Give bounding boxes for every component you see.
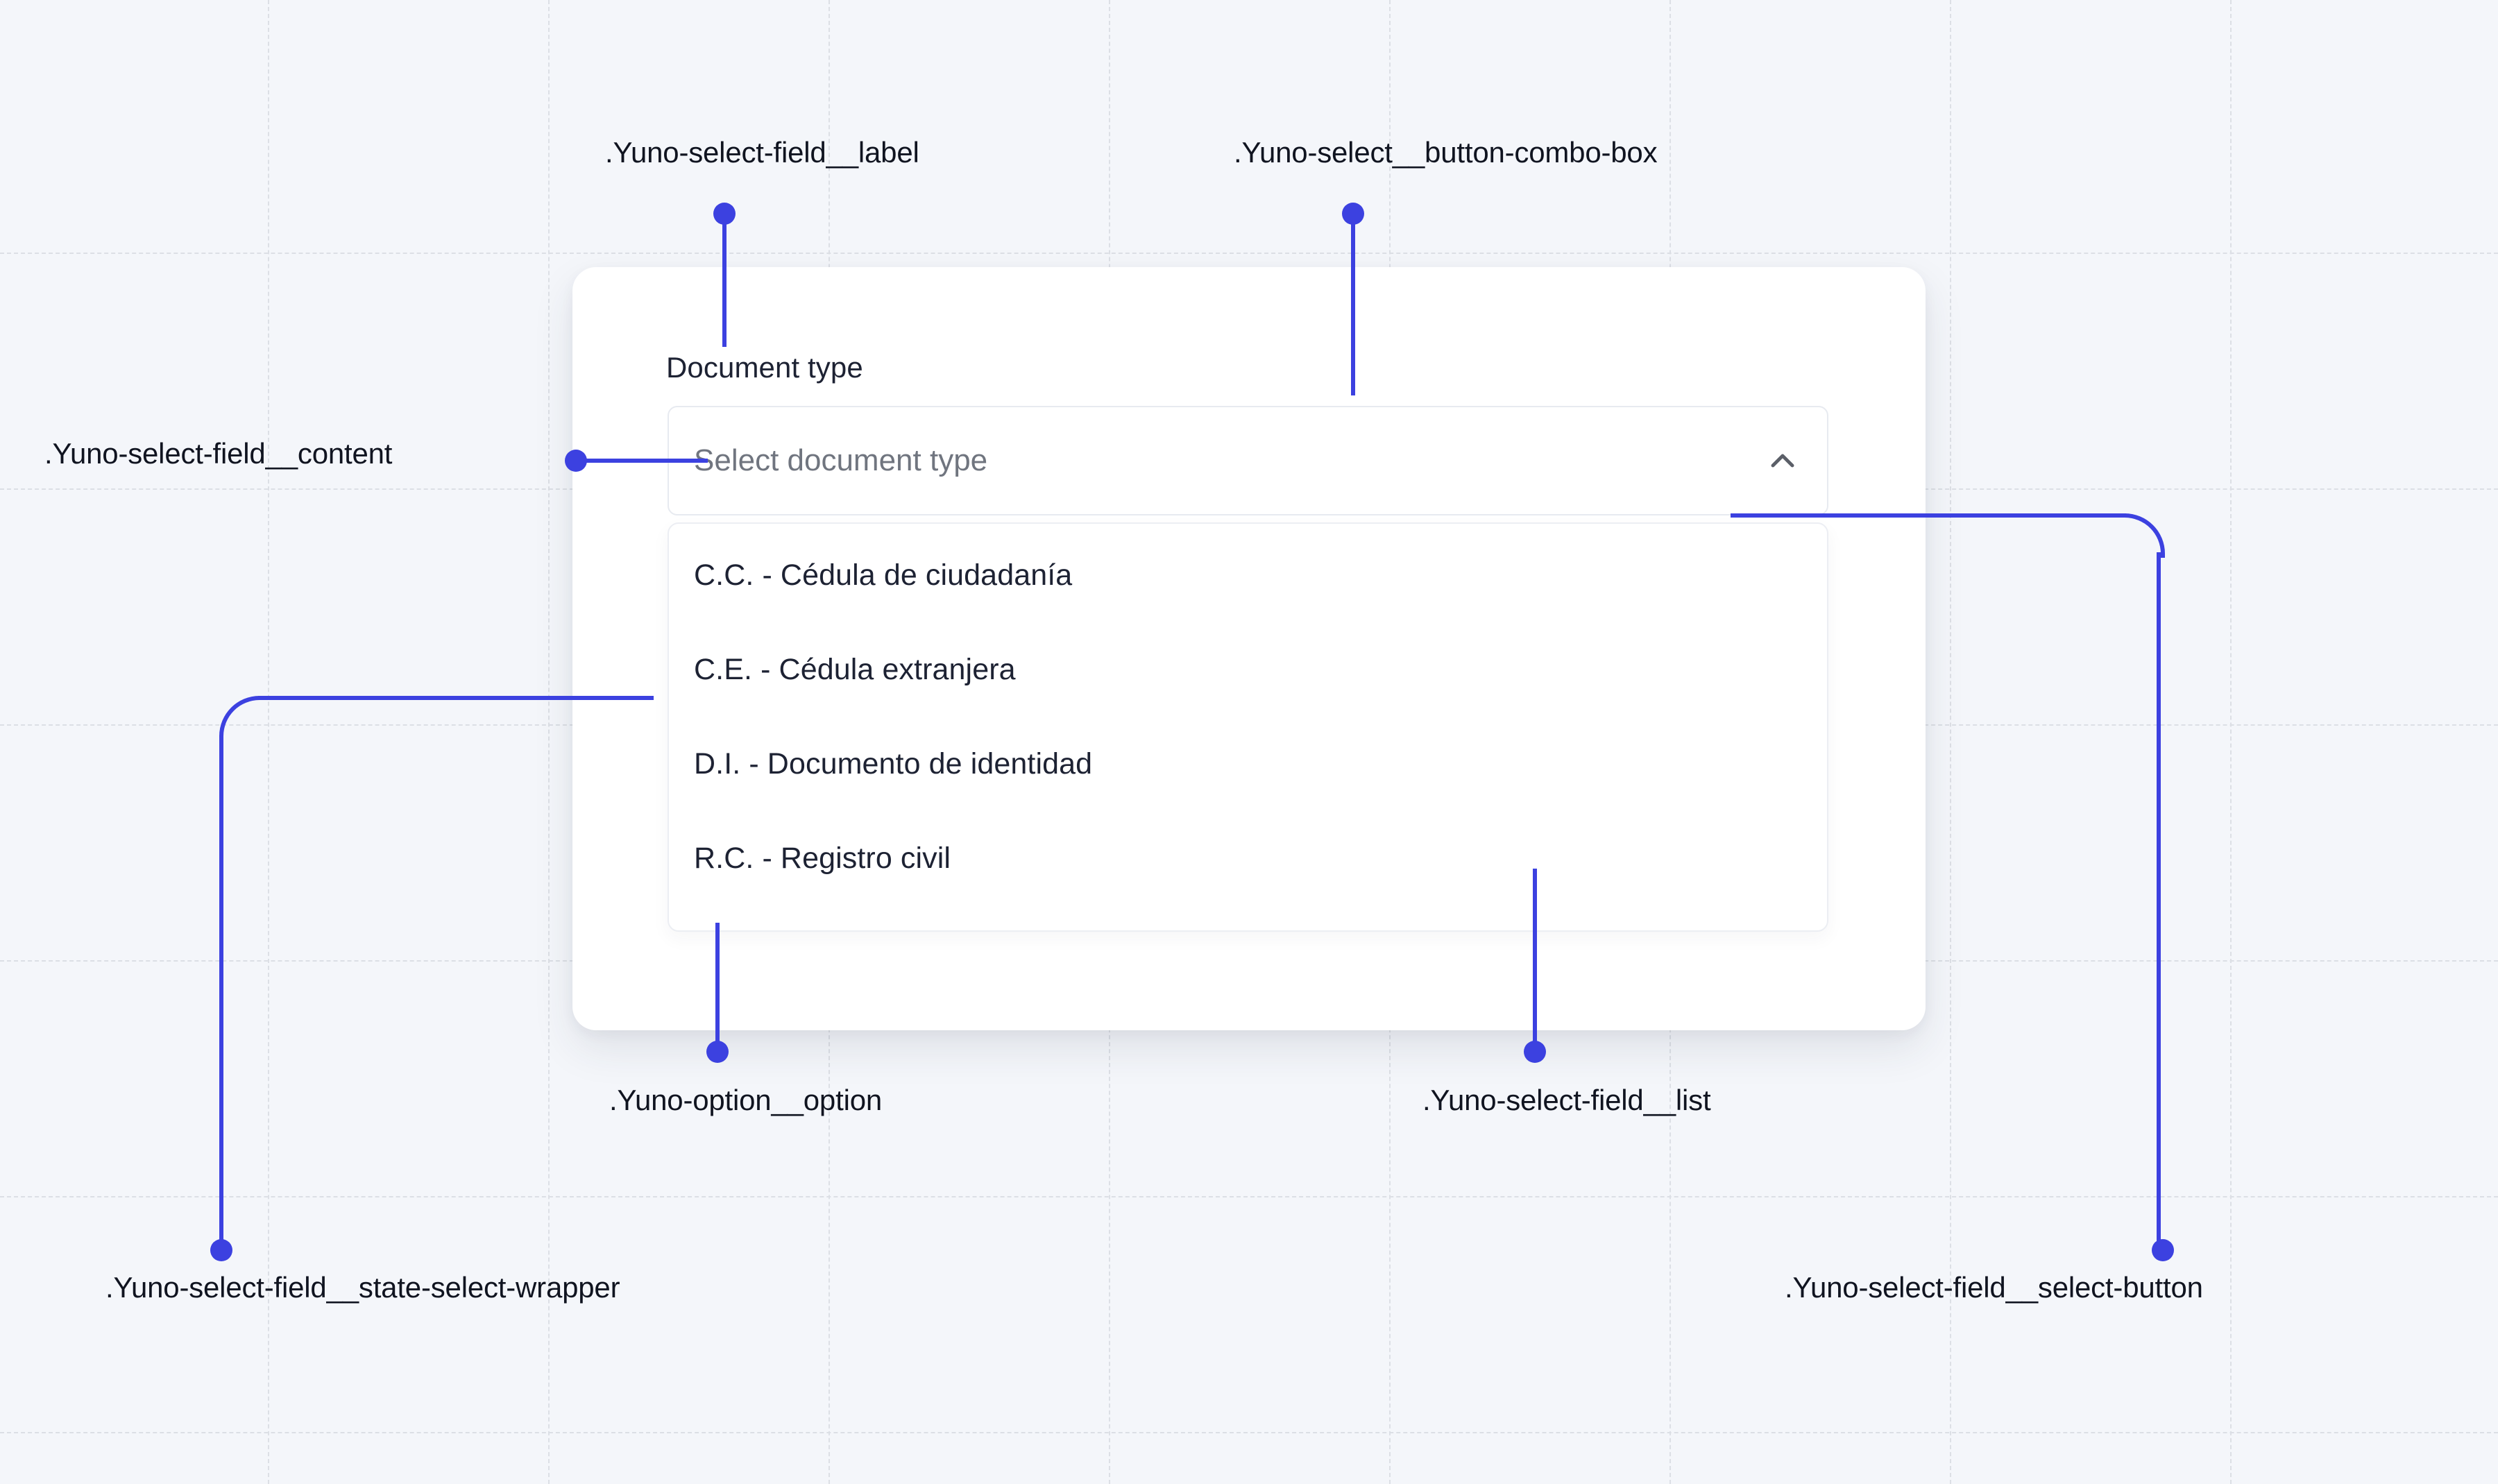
option-item[interactable]: R.C. - Registro civil — [694, 841, 951, 875]
option-item[interactable]: C.E. - Cédula extranjera — [694, 652, 1016, 686]
annotation-leader-select-button-horizontal — [1731, 513, 2126, 518]
option-item[interactable]: C.C. - Cédula de ciudadanía — [694, 558, 1073, 592]
annotation-leader-state-select-wrapper-vertical — [219, 735, 223, 1249]
chevron-up-icon[interactable] — [1762, 440, 1803, 481]
annotation-leader-state-select-wrapper-corner — [219, 696, 264, 740]
annotation-leader-select-button-corner — [2121, 513, 2165, 558]
annotation-leader-button-combo-box — [1351, 208, 1355, 395]
grid-vline — [548, 0, 550, 1484]
select-field-list[interactable]: C.C. - Cédula de ciudadanía C.E. - Cédul… — [668, 522, 1828, 932]
annotation-leader-select-button-vertical — [2157, 552, 2161, 1249]
annotation-label-button-combo-box: .Yuno-select__button-combo-box — [1234, 136, 1658, 169]
annotation-dot-select-field-select-button — [2152, 1239, 2174, 1261]
select-field-content: Select document type — [694, 443, 988, 477]
grid-vline — [2230, 0, 2232, 1484]
grid-hline — [0, 253, 2498, 254]
select-field-label: Document type — [666, 351, 863, 384]
grid-vline — [268, 0, 269, 1484]
annotation-leader-select-field-content — [583, 459, 708, 463]
annotation-leader-state-select-wrapper-horizontal — [258, 696, 654, 700]
grid-hline — [0, 1196, 2498, 1197]
annotation-label-select-field-select-button: .Yuno-select-field__select-button — [1785, 1271, 2203, 1304]
grid-vline — [1950, 0, 1951, 1484]
annotation-leader-option-option — [715, 923, 720, 1048]
option-item[interactable]: D.I. - Documento de identidad — [694, 747, 1093, 781]
annotation-label-option-option: .Yuno-option__option — [609, 1084, 883, 1116]
annotation-leader-select-field-label — [722, 208, 727, 347]
annotation-leader-select-field-list — [1533, 869, 1537, 1049]
annotation-label-select-field-list: .Yuno-select-field__list — [1422, 1084, 1711, 1116]
annotation-label-state-select-wrapper: .Yuno-select-field__state-select-wrapper — [105, 1271, 620, 1304]
select-button-combo-box[interactable]: Select document type — [668, 406, 1828, 515]
annotation-label-select-field-content: .Yuno-select-field__content — [44, 437, 393, 470]
annotation-label-select-field-label: .Yuno-select-field__label — [605, 136, 919, 169]
grid-hline — [0, 1432, 2498, 1433]
